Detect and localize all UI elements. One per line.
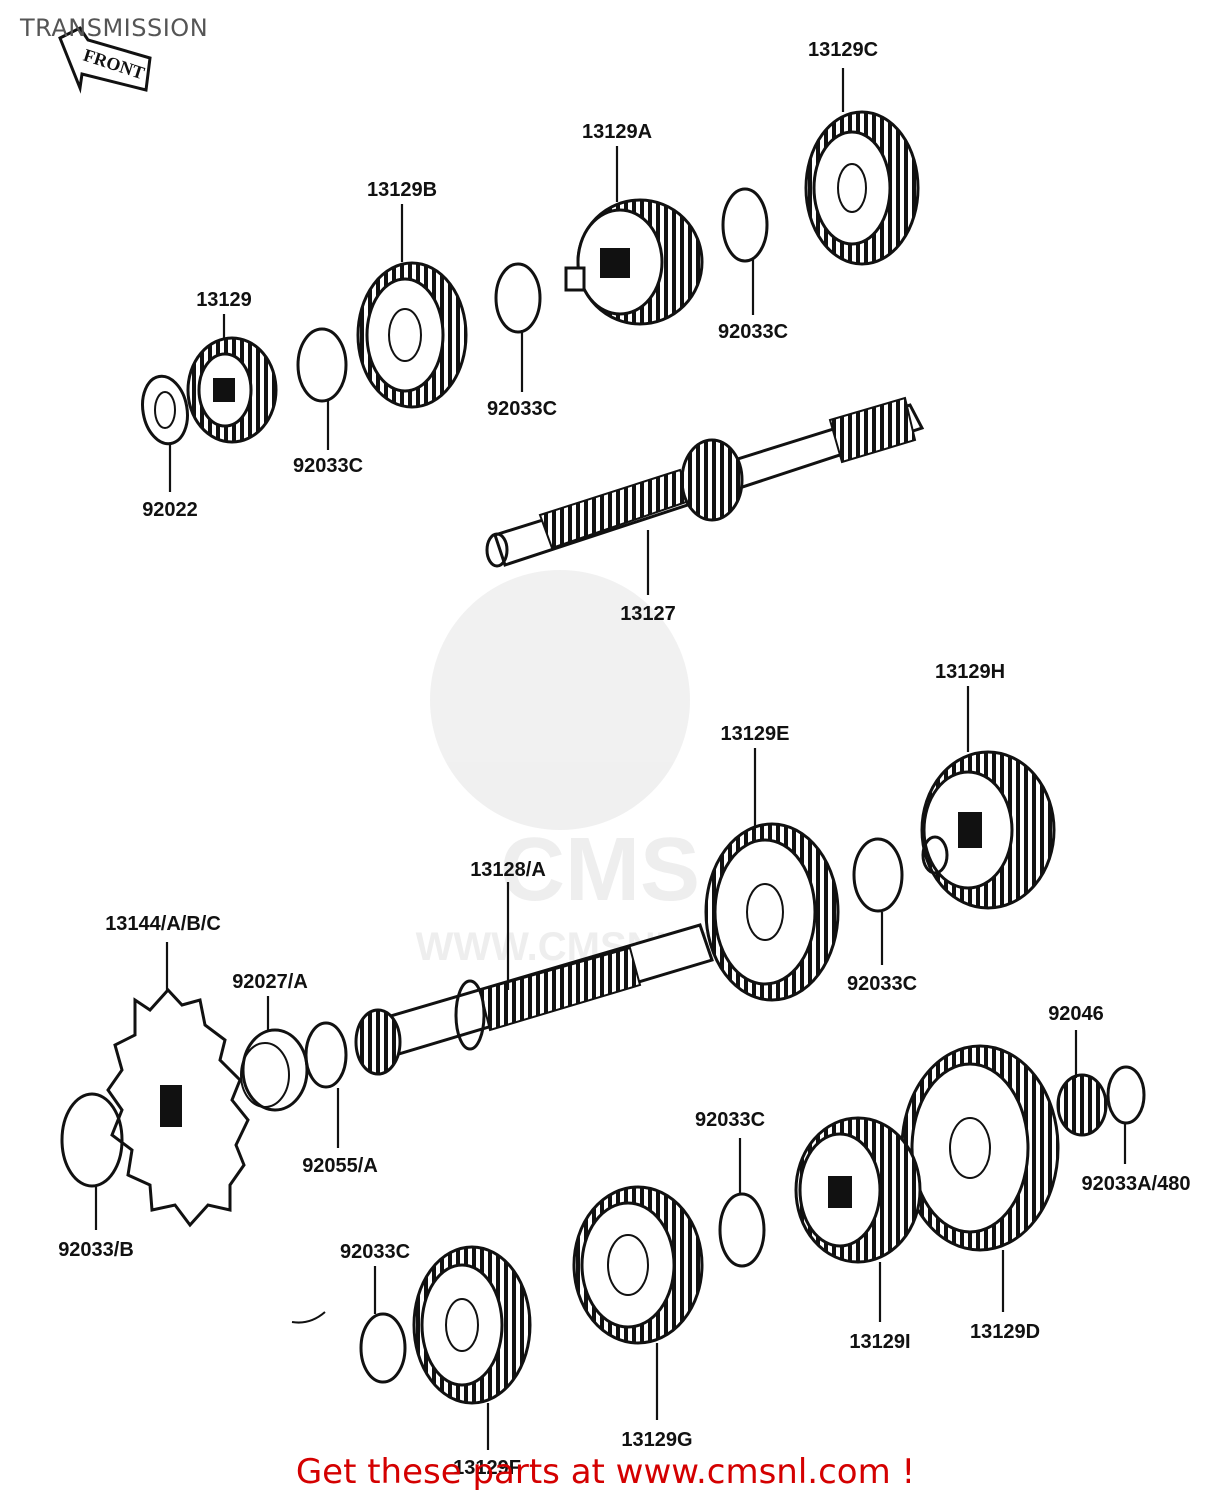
label-13127: 13127: [620, 603, 676, 625]
bearing-92046: [1056, 1073, 1108, 1137]
gear-13129g: [572, 1185, 704, 1345]
label-92027a: 92027/A: [232, 971, 308, 993]
label-92033c: 92033C: [487, 398, 557, 420]
svg-text:CMS: CMS: [500, 820, 700, 920]
label-92033c: 92033C: [695, 1109, 765, 1131]
circlip-92033c-1: [296, 327, 348, 403]
callout-labels: 13129C 13129A 13129B 13129 92033C 92033C…: [58, 39, 1190, 1479]
shaft-13128a: [354, 923, 714, 1076]
circlip-92033b: [60, 1092, 124, 1188]
shop-link-banner[interactable]: Get these parts at www.cmsnl.com !: [295, 1452, 916, 1492]
label-92033a480: 92033A/480: [1082, 1173, 1191, 1195]
gear-13129d: [900, 1044, 1060, 1252]
label-13129d: 13129D: [970, 1321, 1040, 1343]
gear-13129: [186, 336, 278, 444]
washer-92022: [141, 374, 189, 446]
label-92033b: 92033/B: [58, 1239, 134, 1261]
label-13129h: 13129H: [935, 661, 1005, 683]
label-13129b: 13129B: [367, 179, 437, 201]
gear-13129e: [704, 822, 840, 1002]
label-13129: 13129: [196, 289, 252, 311]
watermark-logo: CMS WWW.CMSNL.COM: [416, 570, 784, 969]
label-13144: 13144/A/B/C: [105, 913, 221, 935]
label-92046: 92046: [1048, 1003, 1104, 1025]
gear-13129a: [564, 198, 704, 326]
circlip-92033c-6: [359, 1312, 407, 1384]
label-13128a: 13128/A: [470, 859, 546, 881]
page-title: TRANSMISSION: [20, 14, 209, 42]
shaft-13127: [485, 396, 925, 568]
oring-92055a: [304, 1021, 348, 1089]
sprocket-13144: [106, 987, 250, 1228]
gear-13129h: [920, 750, 1056, 910]
label-92033c: 92033C: [293, 455, 363, 477]
label-92033c: 92033C: [847, 973, 917, 995]
circlip-92033c-4: [852, 837, 904, 913]
gear-13129i: [794, 1116, 922, 1264]
circlip-92033a480: [1106, 1065, 1146, 1125]
label-92055a: 92055/A: [302, 1155, 378, 1177]
label-13129i: 13129I: [849, 1331, 910, 1353]
label-92033c: 92033C: [718, 321, 788, 343]
gear-13129b: [356, 261, 468, 409]
stray-mark: [291, 1311, 326, 1324]
label-92033c: 92033C: [340, 1241, 410, 1263]
gear-13129f: [412, 1245, 532, 1405]
label-13129g: 13129G: [621, 1429, 692, 1451]
label-13129e: 13129E: [721, 723, 790, 745]
circlip-92033c-5: [718, 1192, 766, 1268]
collar-92027a: [240, 1028, 309, 1112]
label-13129c: 13129C: [808, 39, 878, 61]
label-13129a: 13129A: [582, 121, 652, 143]
label-92022: 92022: [142, 499, 198, 521]
leader-lines: [94, 68, 1127, 1450]
circlip-92033c-3: [721, 187, 769, 263]
gear-13129c: [804, 110, 920, 266]
label-13129f: 13129F: [453, 1457, 521, 1479]
circlip-92033c-2: [494, 262, 542, 334]
